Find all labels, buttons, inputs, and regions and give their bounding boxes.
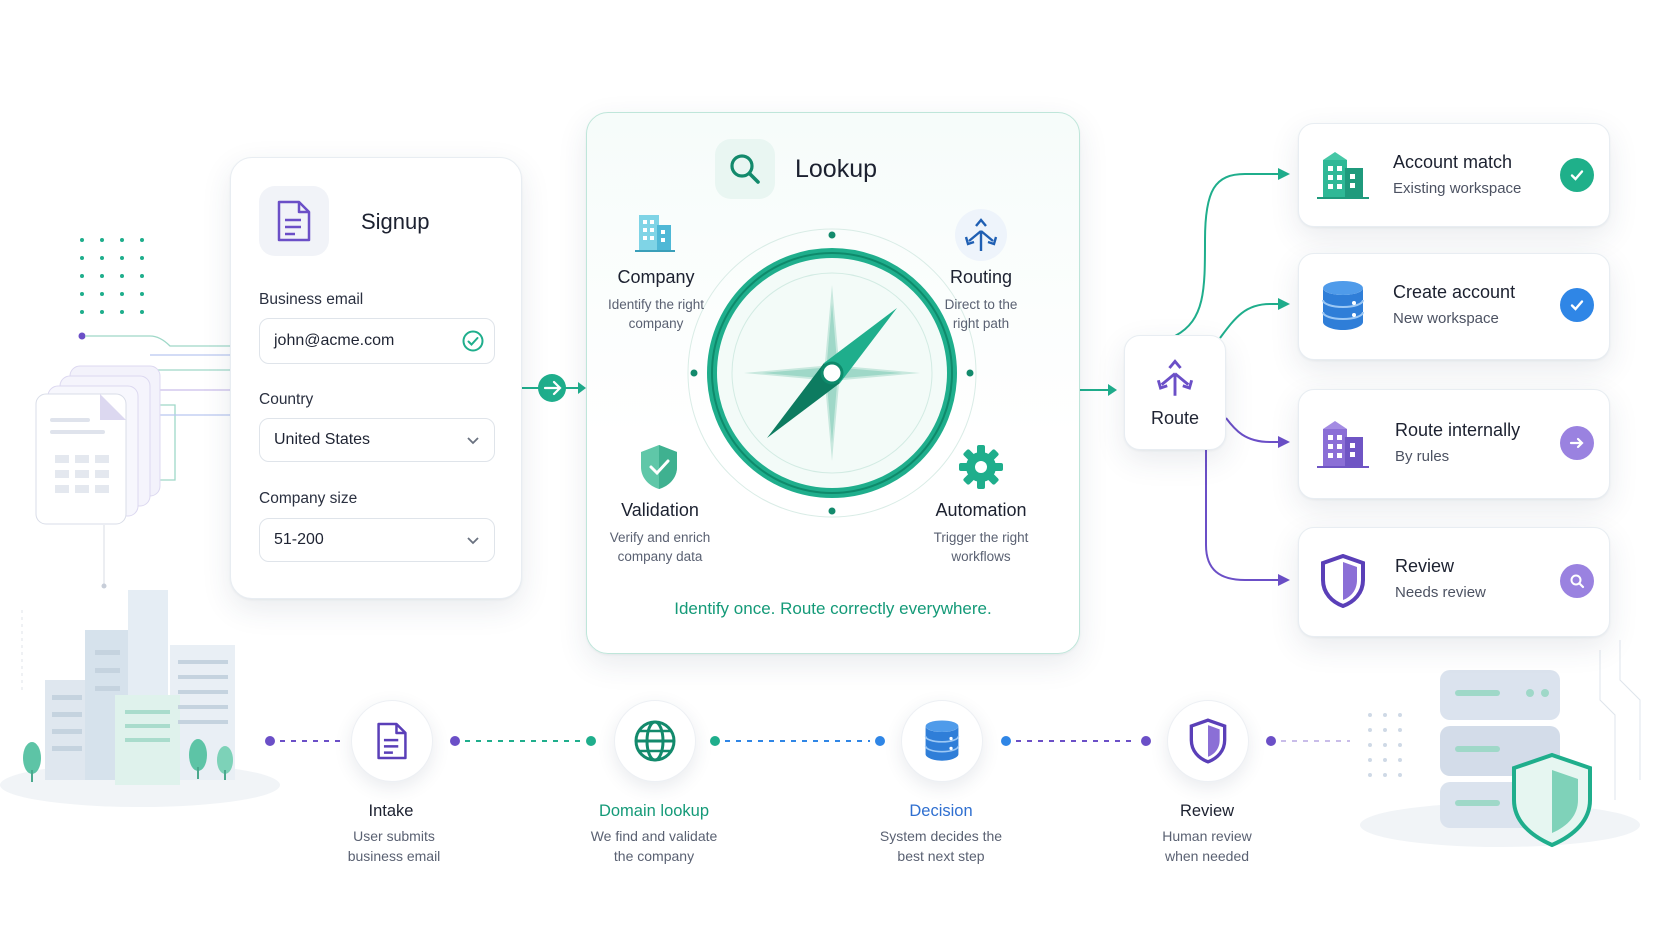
- timeline-line: [265, 736, 1350, 746]
- lookup-title: Lookup: [795, 155, 878, 183]
- lookup-to-route-arrow: [1080, 384, 1117, 396]
- city-illustration: [0, 590, 280, 807]
- step-decision-title: Decision: [909, 802, 973, 820]
- result-subtitle: Needs review: [1395, 584, 1486, 601]
- feature-company-desc: Identify the right company: [607, 297, 705, 331]
- check-icon: [1560, 158, 1594, 192]
- document-icon: [377, 722, 407, 760]
- signup-title: Signup: [361, 209, 430, 234]
- server-illustration: [1360, 640, 1641, 848]
- search-icon: [730, 154, 760, 184]
- dot-grid-decoration: [80, 238, 144, 314]
- step-review-icon-circle: [1167, 700, 1249, 782]
- routing-icon-tile: [955, 209, 1007, 261]
- step-review-title: Review: [1179, 802, 1235, 820]
- feature-automation-title: Automation: [935, 500, 1027, 520]
- step-domain-lookup-desc: We find and validate the company: [590, 828, 718, 864]
- step-domain-lookup-title: Domain lookup: [598, 802, 710, 820]
- step-intake-icon-circle: [351, 700, 433, 782]
- feature-company-title: Company: [617, 267, 695, 287]
- result-review[interactable]: Review Needs review: [1298, 527, 1610, 637]
- step-domain-lookup-icon-circle: [614, 700, 696, 782]
- document-icon: [277, 200, 311, 242]
- route-branches: [1174, 173, 1278, 581]
- company-size-select[interactable]: 51-200: [259, 518, 495, 562]
- result-route-internally[interactable]: Route internally By rules: [1298, 389, 1610, 499]
- signup-card: Signup Business email john@acme.com Coun…: [230, 157, 522, 599]
- search-icon: [1560, 564, 1594, 598]
- chevron-down-icon: [467, 537, 479, 545]
- shield-icon: [1189, 718, 1227, 764]
- country-value: United States: [274, 431, 371, 448]
- building-icon: [635, 215, 675, 252]
- lookup-card: Lookup Company Identify the right compan…: [586, 112, 1080, 654]
- gear-icon: [959, 445, 1003, 489]
- result-create-account[interactable]: Create account New workspace: [1298, 253, 1610, 360]
- documents-illustration: [35, 365, 161, 525]
- route-node[interactable]: Route: [1124, 335, 1226, 450]
- feature-validation-desc: Verify and enrich company data: [609, 530, 711, 564]
- compass-icon: [687, 228, 977, 518]
- step-review-desc: Human review when needed: [1162, 828, 1252, 864]
- database-icon: [924, 720, 960, 761]
- routing-arrows-icon: [964, 218, 998, 251]
- check-circle-icon: [462, 330, 484, 352]
- step-intake-title: Intake: [368, 802, 414, 820]
- step-decision-desc: System decides the best next step: [879, 828, 1003, 864]
- intake-lines: [85, 335, 230, 481]
- signup-to-lookup-arrow: [522, 374, 586, 402]
- signup-icon-tile: [259, 186, 329, 256]
- building-icon: [1317, 152, 1369, 199]
- email-value: john@acme.com: [274, 332, 395, 349]
- lookup-icon-tile: [715, 139, 775, 199]
- email-field[interactable]: john@acme.com: [259, 318, 495, 364]
- country-label: Country: [259, 391, 314, 408]
- result-title: Route internally: [1395, 420, 1521, 440]
- result-subtitle: New workspace: [1393, 310, 1499, 327]
- result-subtitle: By rules: [1395, 448, 1450, 465]
- arrow-right-icon: [1560, 426, 1594, 460]
- route-split-icon: [1156, 359, 1194, 396]
- step-intake-desc: User submits business email: [347, 828, 441, 864]
- result-subtitle: Existing workspace: [1393, 180, 1522, 197]
- result-account-match[interactable]: Account match Existing workspace: [1298, 123, 1610, 227]
- feature-routing-title: Routing: [949, 267, 1013, 287]
- result-title: Account match: [1393, 152, 1513, 172]
- result-title: Create account: [1393, 282, 1516, 302]
- lookup-tagline: Identify once. Route correctly everywher…: [674, 599, 992, 618]
- building-icon: [1317, 421, 1369, 468]
- globe-icon: [634, 720, 676, 762]
- database-icon: [1322, 281, 1364, 330]
- country-select[interactable]: United States: [259, 418, 495, 462]
- feature-automation-desc: Trigger the right workflows: [933, 530, 1029, 564]
- email-label: Business email: [259, 291, 364, 308]
- step-decision-icon-circle: [901, 700, 983, 782]
- company-size-value: 51-200: [274, 531, 324, 548]
- company-size-label: Company size: [259, 490, 358, 507]
- feature-validation-title: Validation: [621, 500, 699, 520]
- check-icon: [1560, 288, 1594, 322]
- route-label: Route: [1150, 408, 1200, 428]
- result-title: Review: [1395, 556, 1455, 576]
- shield-icon: [1321, 554, 1365, 608]
- feature-routing-desc: Direct to the right path: [944, 297, 1018, 331]
- chevron-down-icon: [467, 437, 479, 445]
- shield-check-icon: [641, 445, 677, 489]
